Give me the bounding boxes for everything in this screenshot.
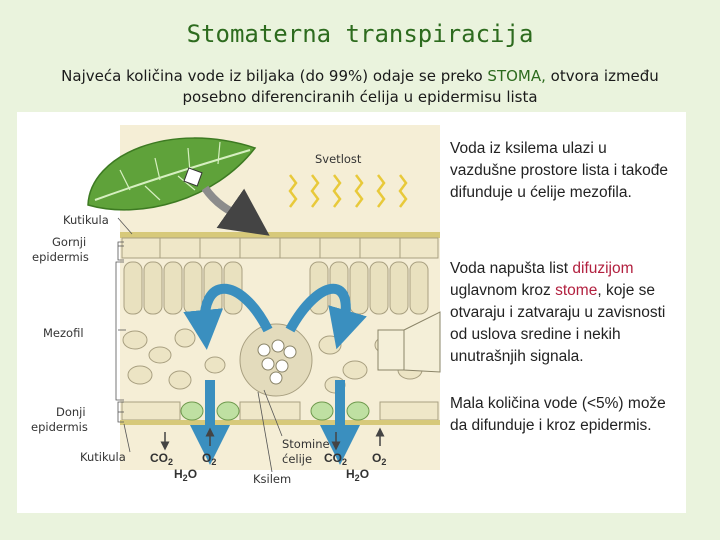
cell-inset: [378, 330, 404, 370]
text: Voda napušta list: [450, 260, 572, 277]
label-lower-epidermis: Donji: [56, 405, 86, 419]
vascular-bundle: [240, 324, 312, 396]
label-upper-epidermis: Gornji: [52, 235, 86, 249]
lower-epidermis-cells: [122, 402, 438, 420]
upper-cuticle: [120, 232, 440, 238]
lower-cuticle: [120, 420, 440, 425]
label-lower-epidermis-2: epidermis: [31, 420, 88, 434]
label-cuticle-top: Kutikula: [63, 213, 109, 227]
label-cuticle-bottom: Kutikula: [80, 450, 126, 464]
label-guard-cells-2: ćelije: [282, 452, 312, 466]
label-guard-cells: Stomine: [282, 437, 330, 451]
label-upper-epidermis-2: epidermis: [32, 250, 89, 264]
text: uglavnom kroz: [450, 282, 555, 299]
label-xylem: Ksilem: [253, 472, 291, 486]
explanation-epidermis: Mala količina vode (<5%) može da difundu…: [450, 393, 672, 437]
label-mesophyll: Mezofil: [43, 326, 84, 340]
highlight-diffusion: difuzijom: [572, 260, 633, 277]
highlight-stomata: stome: [555, 282, 597, 299]
label-light: Svetlost: [315, 152, 362, 166]
explanation-xylem: Voda iz ksilema ulazi u vazdušne prostor…: [450, 138, 672, 204]
explanation-stomata: Voda napušta list difuzijom uglavnom kro…: [450, 258, 672, 368]
upper-epidermis-cells: [122, 238, 438, 258]
